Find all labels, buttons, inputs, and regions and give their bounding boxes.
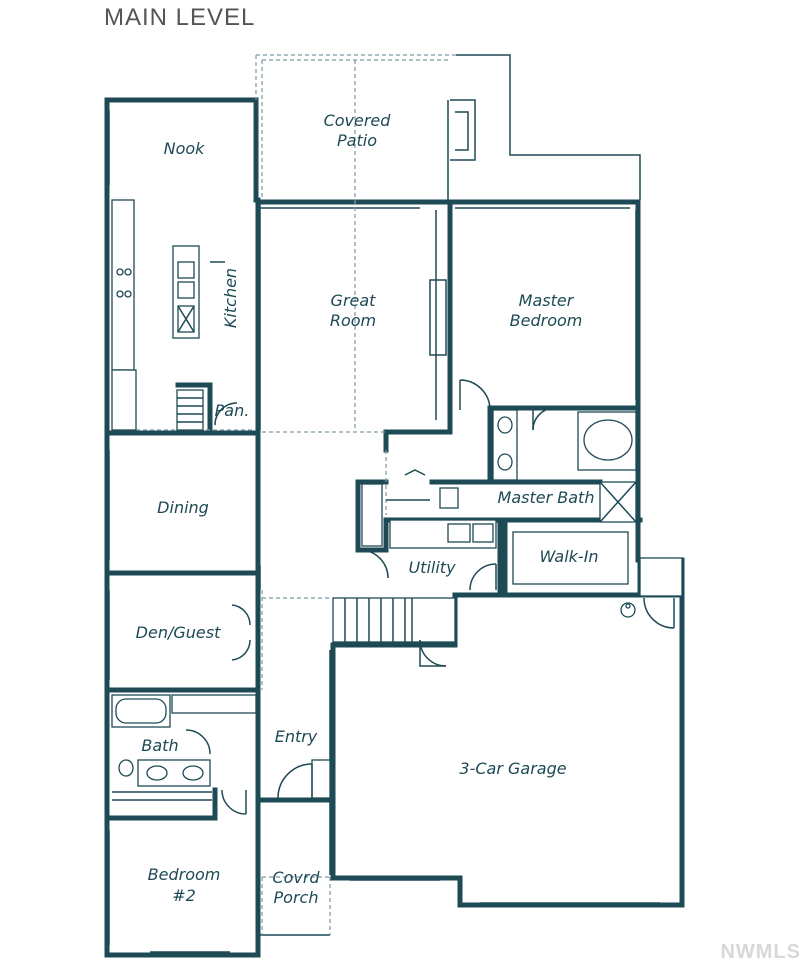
room-labels: Covered Patio Nook Kitchen Great Room Ma… xyxy=(136,111,599,907)
label-den-guest: Den/Guest xyxy=(136,623,221,642)
label-master-bedroom-2: Bedroom xyxy=(510,311,583,330)
label-utility: Utility xyxy=(408,558,456,577)
den-door xyxy=(231,604,251,661)
tub xyxy=(583,419,633,461)
label-master-bedroom-1: Master xyxy=(519,291,575,310)
label-bath: Bath xyxy=(141,736,178,755)
label-garage: 3-Car Garage xyxy=(459,759,566,778)
label-dining: Dining xyxy=(157,498,209,517)
bath-fixtures xyxy=(111,694,257,815)
dashed-lines xyxy=(115,54,456,935)
label-great-room-2: Room xyxy=(330,311,376,330)
water-heater xyxy=(620,602,636,618)
exterior-walls xyxy=(104,97,685,958)
label-covered-patio-1: Covered xyxy=(324,111,392,130)
toilet xyxy=(439,487,459,509)
entry-doors xyxy=(277,759,331,799)
kitchen-counter xyxy=(111,199,135,371)
label-bedroom2-2: #2 xyxy=(172,886,196,905)
stairs xyxy=(176,389,456,667)
bath-toilet xyxy=(118,759,134,777)
garage-extras xyxy=(620,557,683,629)
label-master-bath: Master Bath xyxy=(498,488,595,507)
utility-fixtures xyxy=(359,469,497,591)
label-covered-porch-1: Covrd xyxy=(272,868,320,887)
label-covered-patio-2: Patio xyxy=(337,131,377,150)
label-pantry: Pan. xyxy=(215,401,250,420)
label-entry: Entry xyxy=(275,727,318,746)
label-walk-in: Walk-In xyxy=(539,547,598,566)
kitchen-fixtures xyxy=(111,199,225,431)
nwmls-watermark: NWMLS xyxy=(720,941,801,963)
kitchen-counter-corner xyxy=(111,369,137,431)
walk-in-fixtures xyxy=(512,531,629,585)
label-great-room-1: Great xyxy=(331,291,377,310)
patio-outline xyxy=(447,54,641,200)
master-bath-fixtures xyxy=(439,379,637,523)
label-nook: Nook xyxy=(164,139,206,158)
label-covered-porch-2: Porch xyxy=(274,888,319,907)
plan-title: MAIN LEVEL xyxy=(104,4,256,31)
label-bedroom2-1: Bedroom xyxy=(148,865,221,884)
label-kitchen: Kitchen xyxy=(221,268,240,328)
